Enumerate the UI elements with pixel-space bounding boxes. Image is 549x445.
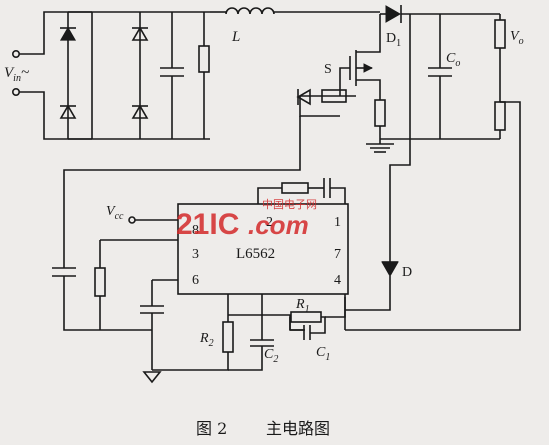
bridge-diode-3 xyxy=(131,26,149,41)
watermark: 21IC .com 中国电子网 xyxy=(176,198,317,241)
diode-d-label: D xyxy=(402,265,412,280)
aux-wire xyxy=(389,14,411,250)
watermark-domain: .com xyxy=(248,210,309,240)
pin-4: 4 xyxy=(334,273,341,288)
pin-1: 1 xyxy=(334,215,341,230)
sense-resistor xyxy=(366,99,394,153)
vin-label: Vin~ xyxy=(4,65,29,84)
pin-8: 8 xyxy=(192,223,199,238)
watermark-chinese: 中国电子网 xyxy=(262,198,317,211)
input-resistor xyxy=(198,12,210,139)
figure-title: 主电路图 xyxy=(266,419,330,438)
vcc-label: Vcc xyxy=(106,204,124,222)
vcc-node xyxy=(128,216,178,224)
pin-2: 2 xyxy=(266,215,273,230)
bridge-rectifier xyxy=(59,11,149,140)
gate-to-ic-wire xyxy=(63,116,301,265)
bottom-network xyxy=(152,294,346,371)
r1-label: R1 xyxy=(295,297,310,315)
watermark-logo: 21IC xyxy=(176,208,239,241)
switch-label: S xyxy=(324,62,332,77)
figure-number: 图 2 xyxy=(196,419,227,438)
c1-label: C1 xyxy=(316,345,330,363)
d1-label: D1 xyxy=(386,31,401,49)
inductor-label: L xyxy=(231,29,240,45)
bridge-diode-2 xyxy=(59,104,77,119)
output-divider xyxy=(494,14,506,139)
diode-d1 xyxy=(380,5,500,23)
gate-drive xyxy=(296,88,356,117)
co-label: Co xyxy=(446,51,460,69)
pin-7: 7 xyxy=(334,247,341,262)
c2-label: C2 xyxy=(264,347,278,365)
mosfet-s xyxy=(339,14,381,100)
r2-label: R2 xyxy=(199,331,214,349)
bridge-diode-4 xyxy=(131,104,149,119)
input-capacitor xyxy=(160,12,184,139)
output-capacitor xyxy=(428,14,452,139)
vo-label: Vo xyxy=(510,29,524,47)
left-components xyxy=(52,239,178,384)
bridge-diode-1 xyxy=(59,26,77,41)
inductor-l xyxy=(210,7,380,15)
ic-name: L6562 xyxy=(236,246,275,262)
fb-wire xyxy=(345,101,521,331)
pin-6: 6 xyxy=(192,273,199,288)
compensation-network xyxy=(257,178,346,204)
diode-d xyxy=(345,250,399,311)
pin-3: 3 xyxy=(192,247,199,262)
ic-l6562 xyxy=(177,203,349,295)
